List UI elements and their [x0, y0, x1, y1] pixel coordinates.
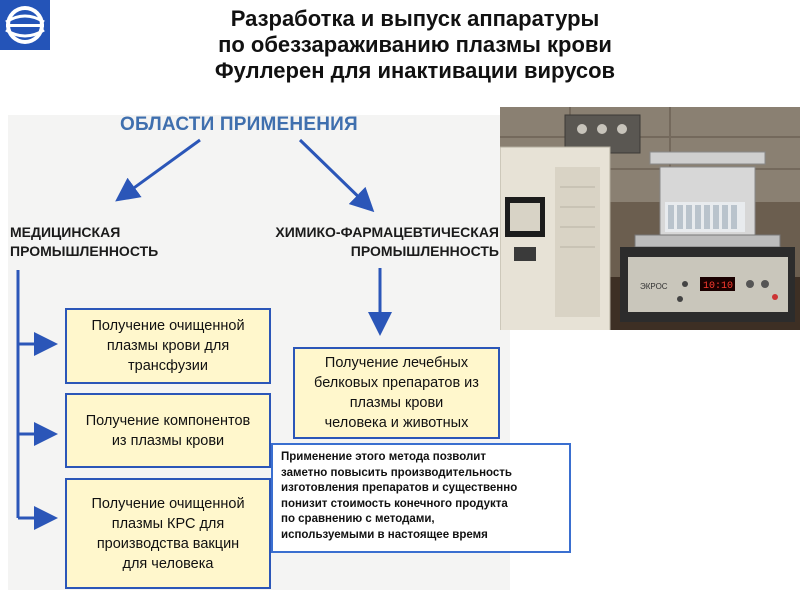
note-line-6: используемыми в настоящее время: [281, 528, 488, 541]
medical-item-2-line-1: Получение компонентов: [85, 412, 251, 429]
category-pharma-line-1: ХИМИКО-ФАРМАЦЕВТИЧЕСКАЯ: [275, 224, 499, 240]
device-display: 10:10: [703, 281, 733, 292]
medical-item-1-line-1: Получение очищенной: [91, 318, 245, 334]
note-line-3: изготовления препаратов и существенно: [281, 482, 518, 494]
benefit-note: Применение этого метода позволит заметно…: [271, 443, 571, 553]
category-medical-line-1: МЕДИЦИНСКАЯ: [10, 224, 121, 240]
medical-item-3-line-3: производства вакцин: [96, 535, 240, 552]
medical-item-1-line-3: трансфузии: [128, 358, 208, 374]
category-pharma: ХИМИКО-ФАРМАЦЕВТИЧЕСКАЯ ПРОМЫШЛЕННОСТЬ: [222, 223, 499, 261]
category-medical: МЕДИЦИНСКАЯ ПРОМЫШЛЕННОСТЬ: [10, 223, 220, 261]
medical-item-1: Получение очищенной плазмы крови для тра…: [65, 308, 271, 384]
pharma-item-line-3: плазмы крови: [349, 395, 444, 411]
medical-item-2-line-2: из плазмы крови: [111, 432, 225, 449]
title-line-1: Разработка и выпуск аппаратуры: [230, 6, 600, 31]
pharma-item-line-4: человека и животных: [324, 415, 469, 431]
medical-item-3-line-1: Получение очищенной: [91, 495, 245, 512]
note-line-2: заметно повысить производительность: [281, 466, 512, 479]
medical-item-3: Получение очищенной плазмы КРС для произ…: [65, 478, 271, 589]
diagram-heading: ОБЛАСТИ ПРИМЕНЕНИЯ: [120, 114, 358, 135]
medical-item-2: Получение компонентов из плазмы крови: [65, 393, 271, 468]
equipment-photo: ЭКРОС 10:10: [500, 107, 800, 330]
title-line-3: Фуллерен для инактивации вирусов: [214, 58, 616, 83]
category-medical-line-2: ПРОМЫШЛЕННОСТЬ: [10, 243, 159, 259]
note-line-1: Применение этого метода позволит: [281, 451, 486, 463]
pharma-item-line-2: белковых препаратов из: [314, 375, 479, 391]
title-line-2: по обеззараживанию плазмы крови: [218, 32, 612, 57]
medical-item-3-line-2: плазмы КРС для: [111, 515, 225, 532]
category-pharma-line-2: ПРОМЫШЛЕННОСТЬ: [350, 243, 499, 259]
note-line-5: по сравнению с методами,: [281, 513, 435, 525]
note-line-4: понизит стоимость конечного продукта: [281, 497, 508, 510]
device-label: ЭКРОС: [640, 282, 668, 291]
medical-item-1-line-2: плазмы крови для: [106, 338, 230, 354]
page-title: Разработка и выпуск аппаратуры по обезза…: [100, 6, 730, 84]
pharma-item-line-1: Получение лечебных: [324, 355, 469, 371]
logo-icon: [0, 0, 50, 50]
medical-item-3-line-4: для человека: [122, 555, 214, 572]
pharma-item: Получение лечебных белковых препаратов и…: [293, 347, 500, 439]
